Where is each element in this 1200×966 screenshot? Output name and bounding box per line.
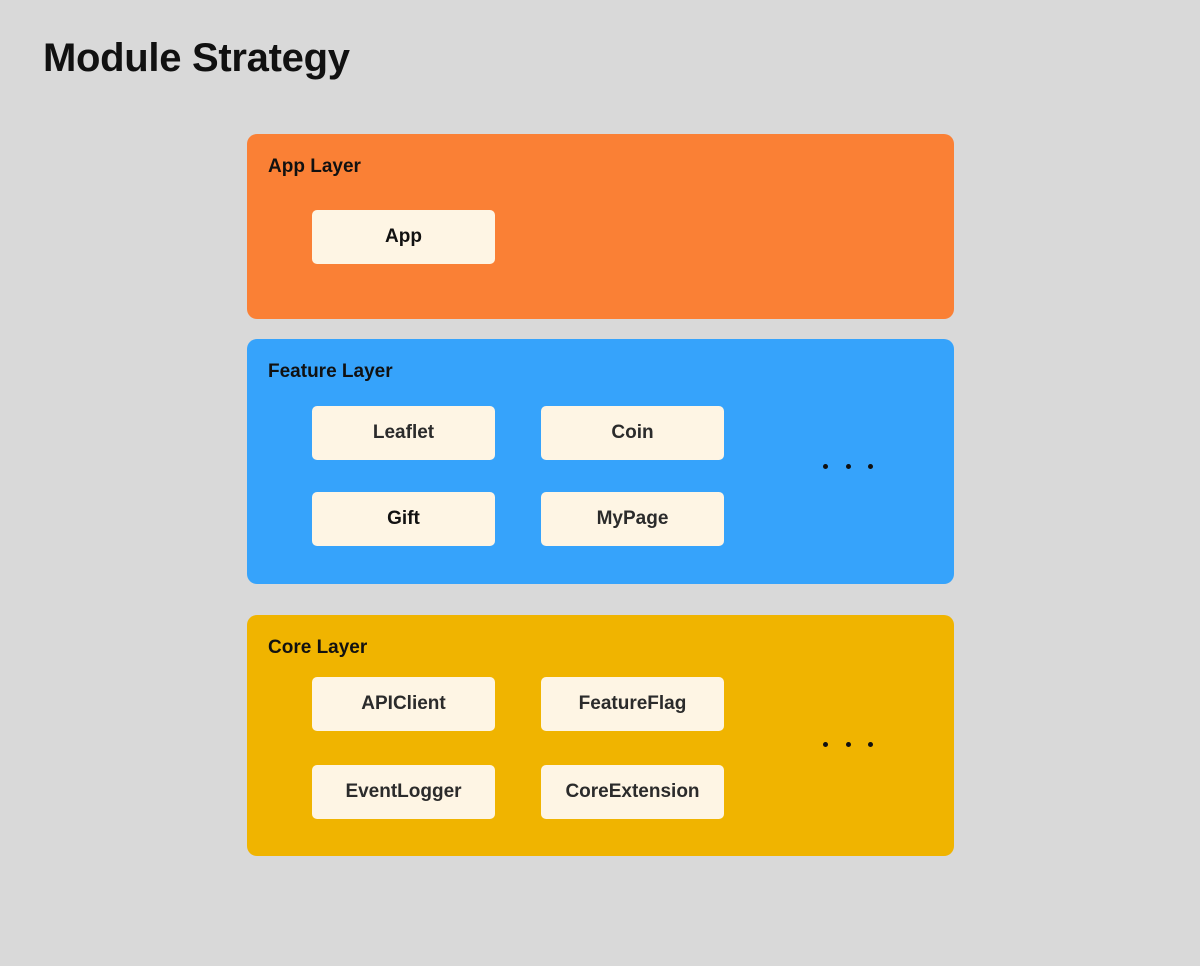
module-mypage: MyPage: [541, 492, 724, 546]
module-apiclient: APIClient: [312, 677, 495, 731]
module-coreextension: CoreExtension: [541, 765, 724, 819]
module-coin: Coin: [541, 406, 724, 460]
layer-title: App Layer: [268, 156, 361, 177]
more-modules-ellipsis-icon: [823, 742, 873, 748]
module-featureflag: FeatureFlag: [541, 677, 724, 731]
module-leaflet: Leaflet: [312, 406, 495, 460]
page-title: Module Strategy: [43, 36, 350, 80]
layer-title: Core Layer: [268, 637, 368, 658]
more-modules-ellipsis-icon: [823, 464, 873, 470]
layer-title: Feature Layer: [268, 361, 393, 382]
module-gift: Gift: [312, 492, 495, 546]
app-layer: App Layer App: [247, 134, 954, 319]
module-eventlogger: EventLogger: [312, 765, 495, 819]
module-app: App: [312, 210, 495, 264]
core-layer: Core Layer APIClient FeatureFlag EventLo…: [247, 615, 954, 856]
feature-layer: Feature Layer Leaflet Coin Gift MyPage: [247, 339, 954, 584]
